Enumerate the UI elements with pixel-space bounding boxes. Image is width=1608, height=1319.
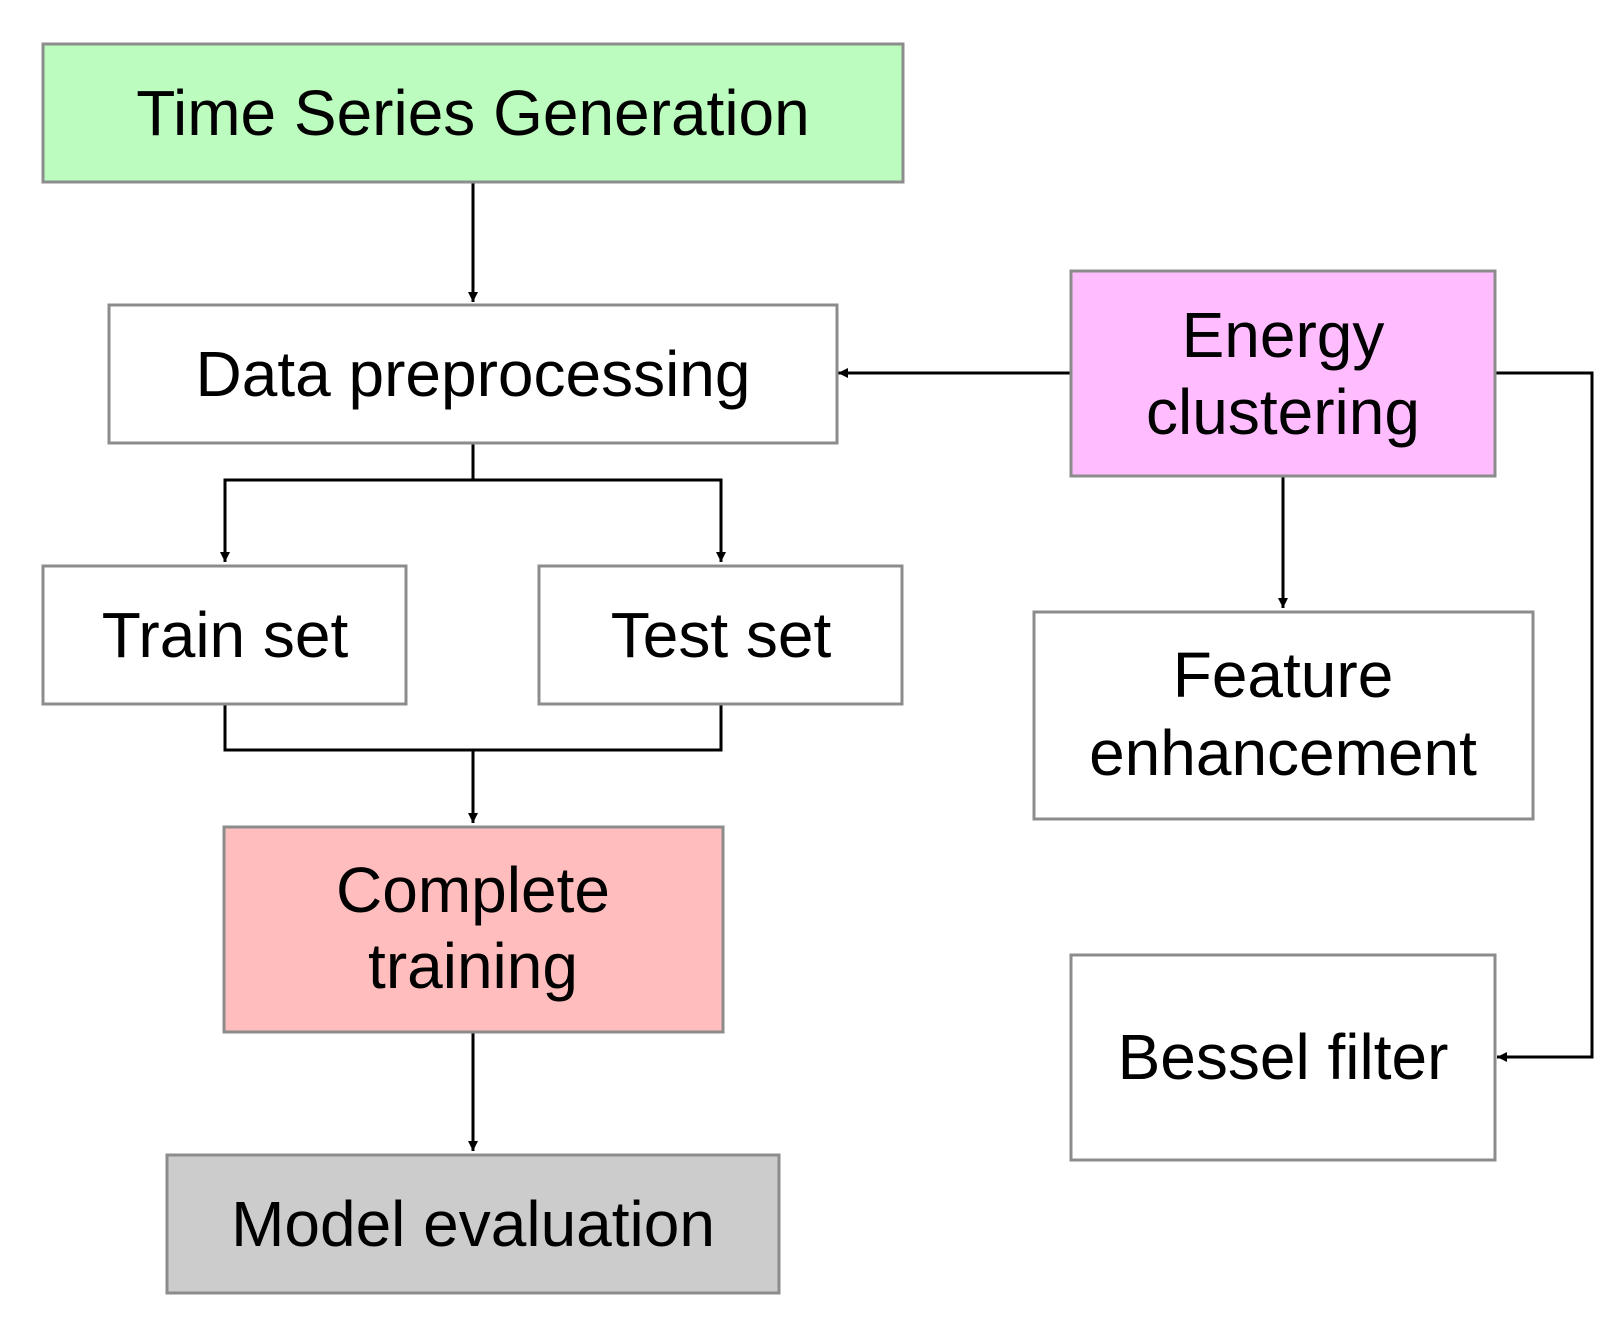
- node-box: [41, 564, 408, 706]
- node-feature-enhancement: Feature enhancement: [1032, 610, 1535, 821]
- edges-layer: [220, 182, 1594, 1151]
- node-label-line-1: Feature: [1173, 639, 1394, 711]
- node-complete-training: Complete training: [222, 825, 725, 1034]
- node-energy-clustering: Energy clustering: [1069, 269, 1497, 478]
- edge-train-set-to-complete-training: [223, 703, 478, 823]
- node-data-preprocessing: Data preprocessing: [107, 303, 839, 445]
- node-box: [107, 303, 839, 445]
- node-box: [537, 564, 904, 706]
- node-train-set: Train set: [41, 564, 408, 706]
- node-label-line-2: enhancement: [1089, 717, 1477, 789]
- node-box: [1032, 610, 1535, 821]
- node-bessel-filter: Bessel filter: [1069, 953, 1497, 1162]
- node-label: Bessel filter: [1118, 1021, 1449, 1093]
- edge-energy-clustering-to-bessel-filter: [1495, 371, 1594, 1062]
- node-label-line-1: Energy: [1182, 299, 1385, 371]
- node-box: [222, 825, 725, 1034]
- edge-preprocessing-to-test-set: [473, 478, 726, 562]
- node-label: Train set: [102, 599, 349, 671]
- node-model-evaluation: Model evaluation: [165, 1153, 781, 1295]
- edge-preprocessing-to-train-set: [220, 442, 475, 562]
- edge-test-set-to-complete-training: [473, 703, 723, 752]
- node-label: Data preprocessing: [196, 338, 751, 410]
- node-label-line-1: Complete: [336, 854, 610, 926]
- node-label-line-2: training: [368, 930, 578, 1002]
- node-label: Time Series Generation: [136, 77, 809, 149]
- node-label: Model evaluation: [231, 1188, 715, 1260]
- nodes-layer: Time Series Generation Data preprocessin…: [41, 42, 1535, 1295]
- node-time-series-generation: Time Series Generation: [41, 42, 905, 184]
- node-box: [1069, 953, 1497, 1162]
- node-box: [1069, 269, 1497, 478]
- node-test-set: Test set: [537, 564, 904, 706]
- node-box: [41, 42, 905, 184]
- node-label-line-2: clustering: [1146, 376, 1420, 448]
- node-label: Test set: [611, 599, 832, 671]
- node-box: [165, 1153, 781, 1295]
